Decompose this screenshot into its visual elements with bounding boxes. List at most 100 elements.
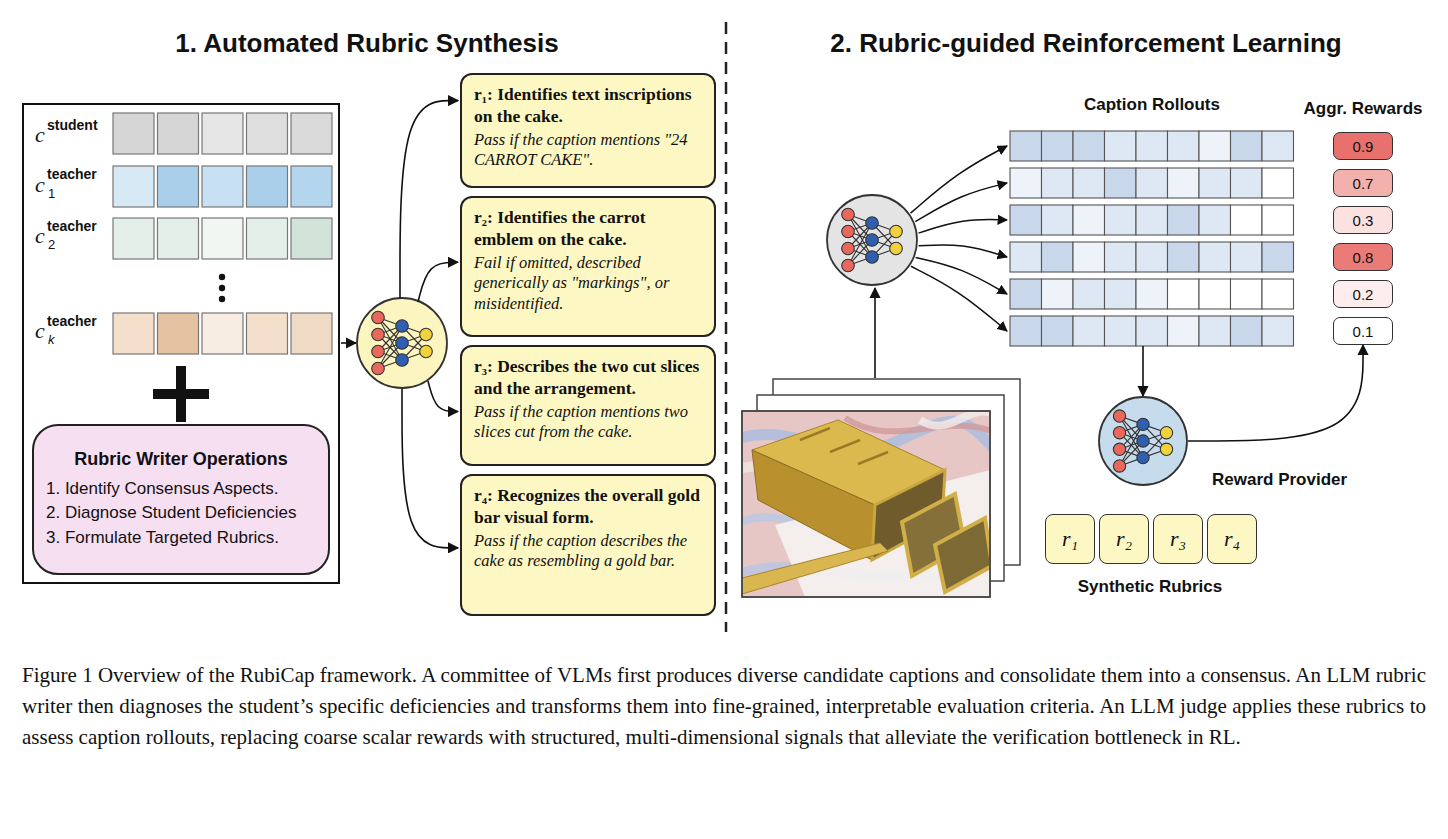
network-circle	[1099, 397, 1187, 485]
rollout-token	[1199, 316, 1231, 346]
caption-token	[202, 218, 243, 259]
caption-token	[247, 313, 288, 354]
ellipsis-dot	[219, 285, 225, 291]
rollout-token	[1073, 131, 1105, 161]
reward-box: 0.9	[1333, 132, 1393, 160]
bar-inscription	[858, 452, 888, 464]
rollout-token	[1073, 168, 1105, 198]
rollout-token	[1168, 168, 1200, 198]
subscript: 2	[48, 237, 55, 252]
reward-provider-circle: Reward Provider	[1098, 396, 1188, 486]
rollout-token	[1231, 131, 1263, 161]
caption-token	[202, 113, 243, 154]
network-neuron	[866, 251, 879, 264]
reward-box: 0.8	[1333, 243, 1393, 271]
section-title: 2. Rubric-guided Reinforcement Learning	[830, 28, 1341, 59]
network-neuron	[396, 354, 409, 367]
list-item: 1. Identify Consensus Aspects.	[46, 477, 316, 502]
rollout-token	[1010, 168, 1042, 198]
rollout-token	[1136, 316, 1168, 346]
caption-token	[291, 113, 332, 154]
flow-arrow	[400, 101, 458, 298]
rubric-heading: r₃: Describes the two cut slices and the…	[474, 356, 702, 400]
bar-inscription	[830, 440, 860, 452]
network-neuron	[396, 320, 409, 333]
superscript: teacher	[47, 218, 97, 234]
rollout-token	[1042, 131, 1074, 161]
rollout-grid: Caption Rollouts	[1010, 131, 1294, 346]
grid-heading: Caption Rollouts	[1010, 95, 1294, 115]
rollout-token	[1010, 242, 1042, 272]
rollout-token	[1136, 242, 1168, 272]
rollout-token	[1010, 205, 1042, 235]
network-circle	[827, 195, 917, 285]
rollout-token	[1231, 205, 1263, 235]
flow-arrow	[402, 389, 458, 548]
rollout-token	[1262, 205, 1294, 235]
network-neuron	[1113, 427, 1125, 439]
caption-token	[202, 313, 243, 354]
network-neuron	[1137, 418, 1149, 430]
rubric-card: r₃: Describes the two cut slices and the…	[460, 345, 716, 466]
ellipsis-dot	[219, 296, 225, 302]
rollout-token	[1199, 131, 1231, 161]
network-neuron	[1137, 451, 1149, 463]
rubric-id: r₁	[1062, 526, 1078, 552]
rollout-token	[1105, 316, 1137, 346]
rollout-token	[1168, 316, 1200, 346]
rubric-criterion: Fail if omitted, described generically a…	[474, 253, 702, 315]
reward-provider-network	[1098, 396, 1188, 486]
subscript: 1	[48, 186, 55, 201]
caption-token	[291, 313, 332, 354]
rollout-token	[1042, 205, 1074, 235]
rollout-token	[1073, 242, 1105, 272]
rubric-heading: r₁: Identifies text inscriptions on the …	[474, 84, 702, 128]
reward-value: 0.9	[1353, 138, 1374, 155]
network-neuron	[372, 345, 385, 358]
ellipsis-dots	[219, 274, 225, 302]
rubric-heading: r₄: Recognizes the overall gold bar visu…	[474, 485, 702, 529]
figure-caption: Figure 1 Overview of the RubiCap framewo…	[22, 660, 1426, 753]
rollout-token	[1168, 205, 1200, 235]
section-title: 1. Automated Rubric Synthesis	[175, 28, 558, 59]
policy-network	[827, 195, 917, 285]
reward-value: 0.7	[1353, 175, 1374, 192]
marble-swirl	[845, 418, 989, 432]
rollout-token	[1262, 242, 1294, 272]
rollout-token	[1042, 279, 1074, 309]
rollout-token	[1262, 316, 1294, 346]
caption-token	[113, 166, 154, 207]
flow-arrow	[911, 266, 1007, 331]
caption-token	[113, 313, 154, 354]
gold-knife	[743, 543, 888, 594]
rollout-token	[1136, 168, 1168, 198]
network-neuron	[1113, 460, 1125, 472]
network-neuron	[1160, 443, 1172, 455]
column-heading: Aggr. Rewards	[1303, 99, 1422, 119]
caption-token	[247, 218, 288, 259]
flow-connector	[1142, 346, 1144, 396]
rubric-card: r₄: Recognizes the overall gold bar visu…	[460, 474, 716, 616]
rubric-chip: r₃	[1153, 514, 1203, 564]
reward-value: 0.1	[1353, 323, 1374, 340]
rollout-token	[1262, 131, 1294, 161]
operations-box: Rubric Writer Operations1. Identify Cons…	[32, 424, 330, 575]
rubric-heading: r₂: Identifies the carrot emblem on the …	[474, 207, 702, 251]
rollout-token	[1262, 279, 1294, 309]
rollout-token	[1105, 168, 1137, 198]
caption-token	[247, 166, 288, 207]
network-neuron	[866, 217, 879, 230]
caption-token	[113, 113, 154, 154]
rubric-card: r₂: Identifies the carrot emblem on the …	[460, 196, 716, 337]
caption-panel: Rubric Writer Operations1. Identify Cons…	[22, 103, 340, 584]
reward-box: 0.7	[1333, 169, 1393, 197]
network-neuron	[420, 345, 433, 358]
flow-arrow	[418, 262, 458, 302]
variable-letter: c	[35, 223, 45, 249]
rollout-token	[1231, 168, 1263, 198]
variable-letter: c	[35, 318, 45, 344]
caption-token	[247, 113, 288, 154]
network-neuron	[372, 311, 385, 324]
flow-arrow	[874, 288, 876, 378]
rubric-writer-network	[357, 298, 447, 388]
